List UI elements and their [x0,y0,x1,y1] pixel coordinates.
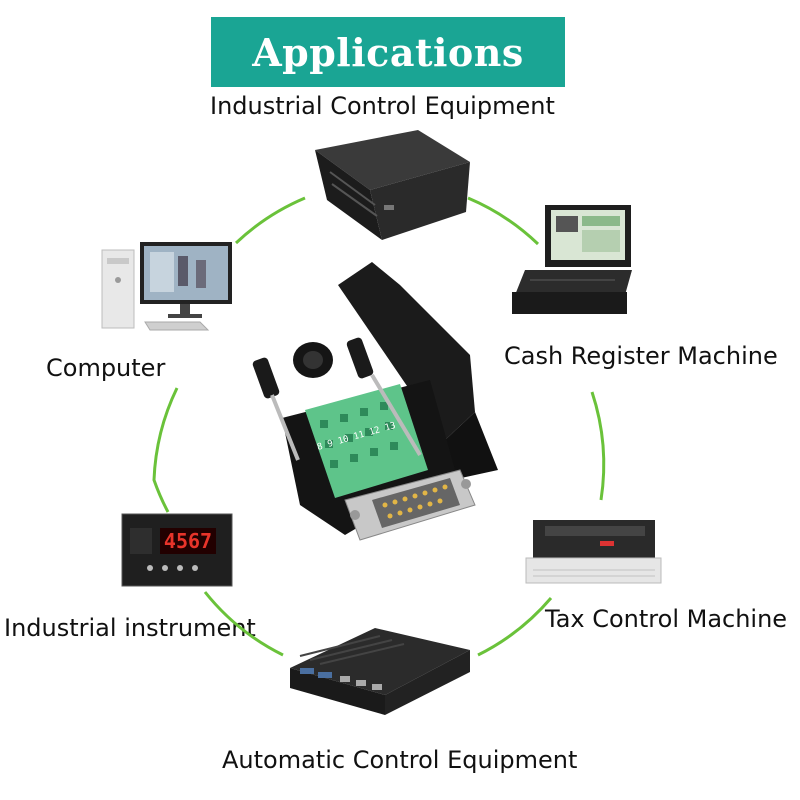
arc-bottom-left [203,591,284,657]
connection-circle [152,196,606,657]
box-pc-image [290,628,470,715]
cash-register-image [512,205,632,314]
rack-server-image [315,130,470,240]
applications-banner: Applications [211,17,565,87]
label-industrial-instrument: Industrial instrument [4,614,256,642]
label-computer: Computer [46,354,166,382]
label-cash-register-machine: Cash Register Machine [504,342,778,370]
banner-title: Applications [252,29,524,75]
tax-control-printer-image [525,520,662,584]
arc-top-right [467,196,540,246]
instrument-display-value: 4567 [164,529,212,553]
arc-top-left [234,196,306,245]
computer-image [101,242,232,331]
industrial-instrument-image: 4567 [121,513,233,587]
arc-bottom-right [477,597,553,657]
arc-left [152,387,179,513]
db-connector-product-image: 8 9 10 11 12 13 [252,262,498,541]
label-industrial-control-equipment: Industrial Control Equipment [210,92,555,120]
label-tax-control-machine: Tax Control Machine [545,605,788,633]
arc-right [590,391,606,501]
label-automatic-control-equipment: Automatic Control Equipment [222,746,578,774]
